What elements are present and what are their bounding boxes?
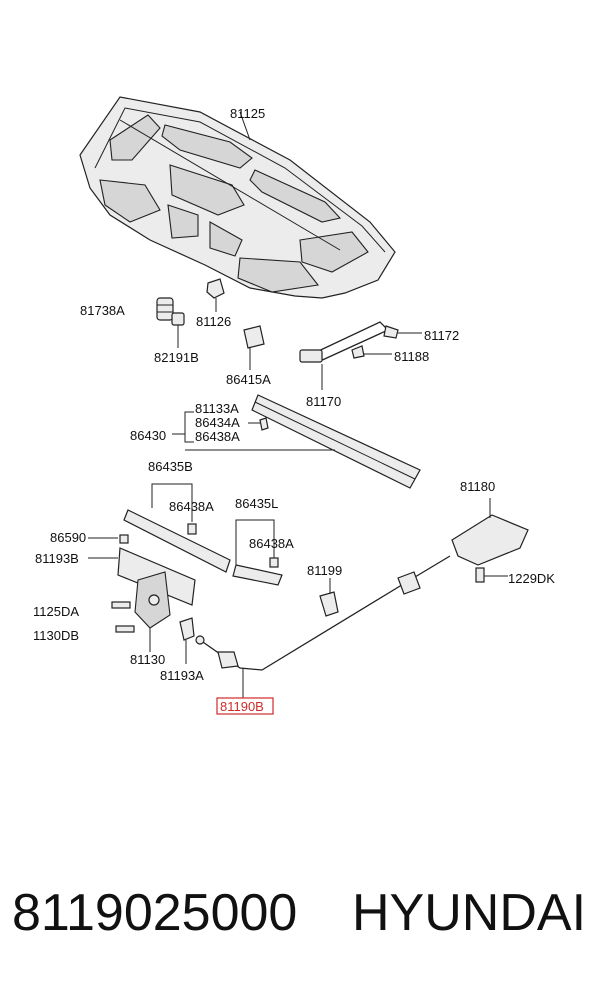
hood-seal-86435b xyxy=(123,483,231,573)
hood-release-cable xyxy=(195,555,451,715)
label-81188: 81188 xyxy=(394,349,429,364)
label-86415a: 86415A xyxy=(226,372,271,387)
brand-name: HYUNDAI xyxy=(352,884,587,942)
label-86438a-top: 86438A xyxy=(195,429,240,444)
label-82191b: 82191B xyxy=(154,350,199,365)
label-81193a: 81193A xyxy=(160,668,204,683)
bumper-82191b xyxy=(171,312,185,348)
exploded-parts-diagram: 81125 81738A 81126 82191B 86415A 81172 8… xyxy=(33,96,555,715)
label-86430: 86430 xyxy=(130,428,166,443)
hood-bumper-81126 xyxy=(206,278,225,312)
label-1130db: 1130DB xyxy=(33,628,79,643)
label-86435b: 86435B xyxy=(148,459,193,474)
label-81180: 81180 xyxy=(460,479,495,494)
hood-weatherstrip xyxy=(172,394,421,489)
label-86435l: 86435L xyxy=(235,496,278,511)
hood-seal-86435l xyxy=(232,519,283,586)
hood-release-handle xyxy=(451,498,529,583)
latch-clip-81193a xyxy=(179,617,195,664)
label-81125: 81125 xyxy=(230,106,265,121)
label-81190b: 81190B xyxy=(220,699,264,714)
label-1125da: 1125DA xyxy=(33,604,79,619)
label-81130: 81130 xyxy=(130,652,165,667)
label-81170: 81170 xyxy=(306,394,341,409)
label-81172: 81172 xyxy=(424,328,459,343)
label-86434a: 86434A xyxy=(195,415,240,430)
label-81126: 81126 xyxy=(196,314,231,329)
label-86590: 86590 xyxy=(50,530,86,545)
label-81738a: 81738A xyxy=(80,303,125,318)
label-81199: 81199 xyxy=(307,563,342,578)
hood-bumper-81738a xyxy=(156,297,174,321)
label-81193b: 81193B xyxy=(35,551,79,566)
hood-latch-assembly xyxy=(88,534,196,652)
part-number: 8119025000 xyxy=(12,884,298,942)
hood-panel xyxy=(79,96,396,299)
selected-part-highlight xyxy=(216,697,274,715)
label-86438a-left: 86438A xyxy=(169,499,214,514)
label-81133a: 81133A xyxy=(195,401,239,416)
label-1229dk: 1229DK xyxy=(508,571,555,586)
bumper-86415a xyxy=(243,325,265,370)
label-86438a-right: 86438A xyxy=(249,536,294,551)
hood-stay-rod xyxy=(299,321,422,390)
